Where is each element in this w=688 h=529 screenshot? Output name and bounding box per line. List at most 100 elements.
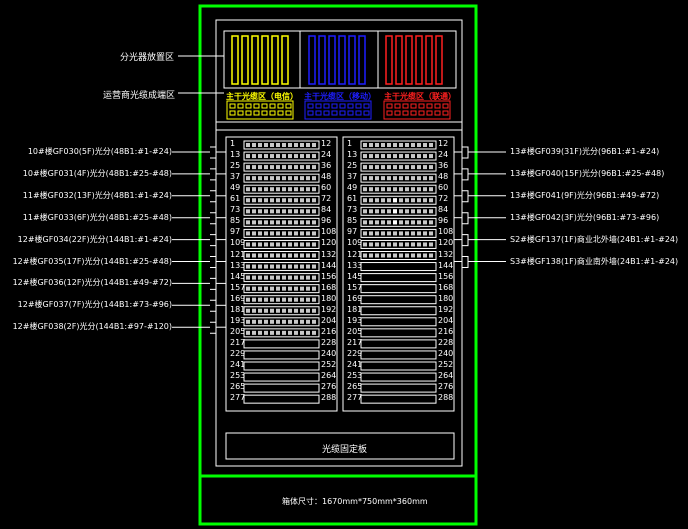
fiber-port xyxy=(375,253,379,258)
row-number-start-right: 121 xyxy=(347,249,363,259)
row-number-start-left: 85 xyxy=(230,216,241,226)
fiber-port xyxy=(429,198,433,203)
fiber-port xyxy=(252,231,256,236)
trunk-connector xyxy=(426,103,433,109)
fiber-port xyxy=(306,176,310,181)
fiber-port xyxy=(282,275,286,280)
splitter-module-red xyxy=(395,35,403,85)
fiber-port xyxy=(276,176,280,181)
fiber-port xyxy=(423,143,427,147)
fiber-port xyxy=(258,154,262,159)
fiber-port xyxy=(282,187,286,192)
fiber-port xyxy=(306,286,310,291)
fiber-port xyxy=(270,264,274,269)
row-number-end-left: 96 xyxy=(321,216,332,226)
callout-bracket xyxy=(462,256,469,268)
fiber-port xyxy=(264,165,268,170)
fiber-port xyxy=(306,187,310,192)
fiber-port xyxy=(300,297,304,302)
row-number-start-right: 157 xyxy=(347,282,363,292)
fiber-port xyxy=(246,297,250,302)
fiber-port xyxy=(417,176,421,181)
fiber-port xyxy=(363,231,367,236)
fiber-port xyxy=(381,220,385,225)
row-number-end-right: 204 xyxy=(438,315,454,325)
fiber-port xyxy=(375,165,379,170)
trunk-connector xyxy=(355,110,362,116)
fiber-port xyxy=(312,308,316,313)
fiber-port xyxy=(252,308,256,313)
fiber-port xyxy=(258,319,262,324)
callout-bracket xyxy=(462,146,469,159)
fiber-port xyxy=(270,143,274,147)
fiber-port xyxy=(300,242,304,247)
row-number-start-left: 145 xyxy=(230,271,246,281)
fiber-port xyxy=(387,198,391,203)
fiber-port xyxy=(270,297,274,302)
fiber-port xyxy=(387,143,391,147)
row-number-start-right: 49 xyxy=(347,183,358,193)
fiber-port xyxy=(312,165,316,170)
fiber-port xyxy=(423,176,427,181)
fiber-port xyxy=(300,165,304,170)
trunk-module-frame xyxy=(226,100,294,120)
fiber-port xyxy=(264,220,268,225)
terminal-row xyxy=(360,140,437,150)
fiber-port xyxy=(417,143,421,147)
fiber-port xyxy=(405,154,409,159)
row-number-end-right: 60 xyxy=(438,183,449,193)
fiber-port xyxy=(258,231,262,236)
row-number-start-left: 49 xyxy=(230,183,241,193)
fiber-port xyxy=(387,209,391,214)
fiber-port xyxy=(312,176,316,181)
fiber-port xyxy=(312,242,316,247)
row-number-end-right: 156 xyxy=(438,271,454,281)
terminal-row xyxy=(360,228,437,238)
row-number-end-left: 132 xyxy=(321,249,337,259)
fiber-port xyxy=(246,286,250,291)
fiber-port xyxy=(369,242,373,247)
terminal-row xyxy=(360,162,437,172)
row-number-start-left: 265 xyxy=(230,382,246,392)
trunk-area-label-right: 主干光缆区（联通） xyxy=(384,92,456,101)
fiber-port xyxy=(369,209,373,214)
terminal-row xyxy=(243,195,320,205)
row-number-end-right: 216 xyxy=(438,326,454,336)
fiber-port xyxy=(276,165,280,170)
callout-bracket xyxy=(210,277,217,290)
fiber-port xyxy=(270,275,274,280)
row-number-start-left: 73 xyxy=(230,205,241,215)
row-number-end-left: 240 xyxy=(321,348,337,358)
fiber-port xyxy=(429,242,433,247)
fiber-port xyxy=(258,165,262,170)
fiber-port xyxy=(405,220,409,225)
fiber-port xyxy=(423,209,427,214)
fixing-plate-box xyxy=(225,432,455,460)
fiber-port xyxy=(387,242,391,247)
fiber-port xyxy=(306,330,310,335)
fiber-port xyxy=(282,319,286,324)
fiber-port xyxy=(270,154,274,159)
splitter-module-blue xyxy=(318,35,326,85)
fiber-port xyxy=(282,330,286,335)
row-number-start-right: 229 xyxy=(347,348,363,358)
terminal-row xyxy=(360,306,437,316)
fiber-port xyxy=(405,165,409,170)
fiber-port xyxy=(369,143,373,147)
row-number-end-right: 36 xyxy=(438,161,449,171)
fiber-port xyxy=(270,187,274,192)
row-number-end-left: 228 xyxy=(321,337,337,347)
row-number-start-right: 181 xyxy=(347,304,363,314)
fiber-port xyxy=(429,143,433,147)
fiber-port xyxy=(306,198,310,203)
fiber-port xyxy=(306,242,310,247)
fiber-port xyxy=(423,253,427,258)
fiber-port xyxy=(276,330,280,335)
fiber-port xyxy=(375,187,379,192)
terminal-row xyxy=(243,151,320,161)
left-splitter-label: 12#楼GF036(12F)光分(144B1:#49-#72) xyxy=(12,278,172,288)
fiber-port xyxy=(246,275,250,280)
trunk-connector xyxy=(261,103,268,109)
fiber-port xyxy=(288,319,292,324)
row-number-end-right: 96 xyxy=(438,216,449,226)
